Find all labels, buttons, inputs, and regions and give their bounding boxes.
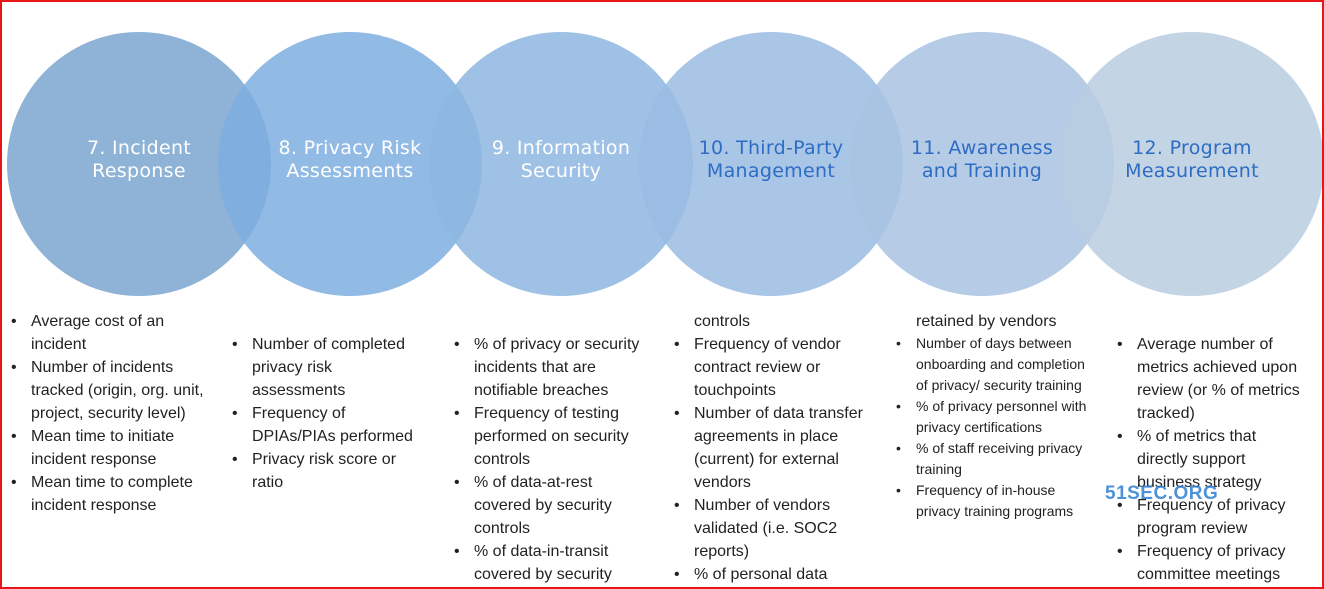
circle-title-line: 7. Incident <box>86 137 192 159</box>
list-item: Average cost of an incident <box>5 310 205 356</box>
circle-awareness-and-training <box>850 32 1114 296</box>
circle-title-line: 8. Privacy Risk <box>278 137 422 159</box>
circle-title-line: Security <box>520 160 602 182</box>
circle-information-security <box>429 32 693 296</box>
list-item: Frequency of in-house privacy training p… <box>890 480 1090 522</box>
metrics-column-incident-response: Average cost of an incident Number of in… <box>5 310 205 517</box>
circle-title-program-measurement: 12. Program Measurement <box>1092 137 1292 183</box>
list-item: Frequency of DPIAs/PIAs performed <box>226 402 426 448</box>
circle-title-line: Assessments <box>286 160 414 182</box>
circle-title-third-party-management: 10. Third-Party Management <box>671 137 871 183</box>
metrics-list: Frequency of vendor contract review or t… <box>668 333 868 586</box>
metrics-column-third-party-management: controls Frequency of vendor contract re… <box>668 310 868 586</box>
circle-title-line: Measurement <box>1125 160 1259 182</box>
list-item: Frequency of privacy committee meetings <box>1111 540 1311 586</box>
metrics-column-privacy-risk-assessments: Number of completed privacy risk assessm… <box>226 333 426 494</box>
circle-privacy-risk-assessments <box>218 32 482 296</box>
metrics-list: Number of completed privacy risk assessm… <box>226 333 426 494</box>
circle-title-awareness-and-training: 11. Awareness and Training <box>882 137 1082 183</box>
continued-text: controls <box>694 313 751 330</box>
list-item: Number of incidents tracked (origin, org… <box>5 356 205 425</box>
list-item: % of privacy or security incidents that … <box>448 333 653 402</box>
list-item: Mean time to initiate incident response <box>5 425 205 471</box>
list-item: Mean time to complete incident response <box>5 471 205 517</box>
list-item: Number of days between onboarding and co… <box>890 333 1090 396</box>
circle-third-party-management <box>639 32 903 296</box>
list-item: % of metrics that directly support busin… <box>1111 425 1311 494</box>
list-item: Frequency of privacy program review <box>1111 494 1311 540</box>
list-item: Number of completed privacy risk assessm… <box>226 333 426 402</box>
circle-title-information-security: 9. Information Security <box>461 137 661 183</box>
circle-title-line: Response <box>92 160 186 182</box>
metrics-list: Average number of metrics achieved upon … <box>1111 333 1311 586</box>
circle-title-line: 11. Awareness <box>910 137 1054 159</box>
metrics-column-program-measurement: Average number of metrics achieved upon … <box>1111 333 1311 586</box>
list-item: Frequency of testing performed on securi… <box>448 402 653 471</box>
metrics-list: Average cost of an incident Number of in… <box>5 310 205 517</box>
list-item: Frequency of vendor contract review or t… <box>668 333 868 402</box>
circle-title-privacy-risk-assessments: 8. Privacy Risk Assessments <box>250 137 450 183</box>
continued-text: retained by vendors <box>916 313 1057 330</box>
list-item: Number of vendors validated (i.e. SOC2 r… <box>668 494 868 563</box>
list-item: Number of data transfer agreements in pl… <box>668 402 868 494</box>
circle-title-line: 10. Third-Party <box>698 137 844 159</box>
circle-program-measurement <box>1060 32 1322 296</box>
circle-incident-response <box>7 32 271 296</box>
list-item: % of data-at-rest covered by security co… <box>448 471 653 540</box>
circle-title-line: 12. Program <box>1132 137 1252 159</box>
circle-title-line: and Training <box>921 160 1043 182</box>
list-item: % of staff receiving privacy training <box>890 438 1090 480</box>
list-item: % of data-in-transit covered by security <box>448 540 653 586</box>
metrics-column-information-security: % of privacy or security incidents that … <box>448 333 653 586</box>
watermark-text: 51SEC.ORG <box>1105 483 1219 504</box>
list-item: % of privacy personnel with privacy cert… <box>890 396 1090 438</box>
list-item: Privacy risk score or ratio <box>226 448 426 494</box>
metrics-list: % of privacy or security incidents that … <box>448 333 653 586</box>
circle-title-incident-response: 7. Incident Response <box>39 137 239 183</box>
circle-title-line: 9. Information <box>491 137 631 159</box>
metrics-list: Number of days between onboarding and co… <box>890 333 1090 522</box>
metrics-column-awareness-and-training: retained by vendors Number of days betwe… <box>890 310 1090 522</box>
list-item: Average number of metrics achieved upon … <box>1111 333 1311 425</box>
circle-title-line: Management <box>706 160 836 182</box>
list-item: % of personal data <box>668 563 868 586</box>
